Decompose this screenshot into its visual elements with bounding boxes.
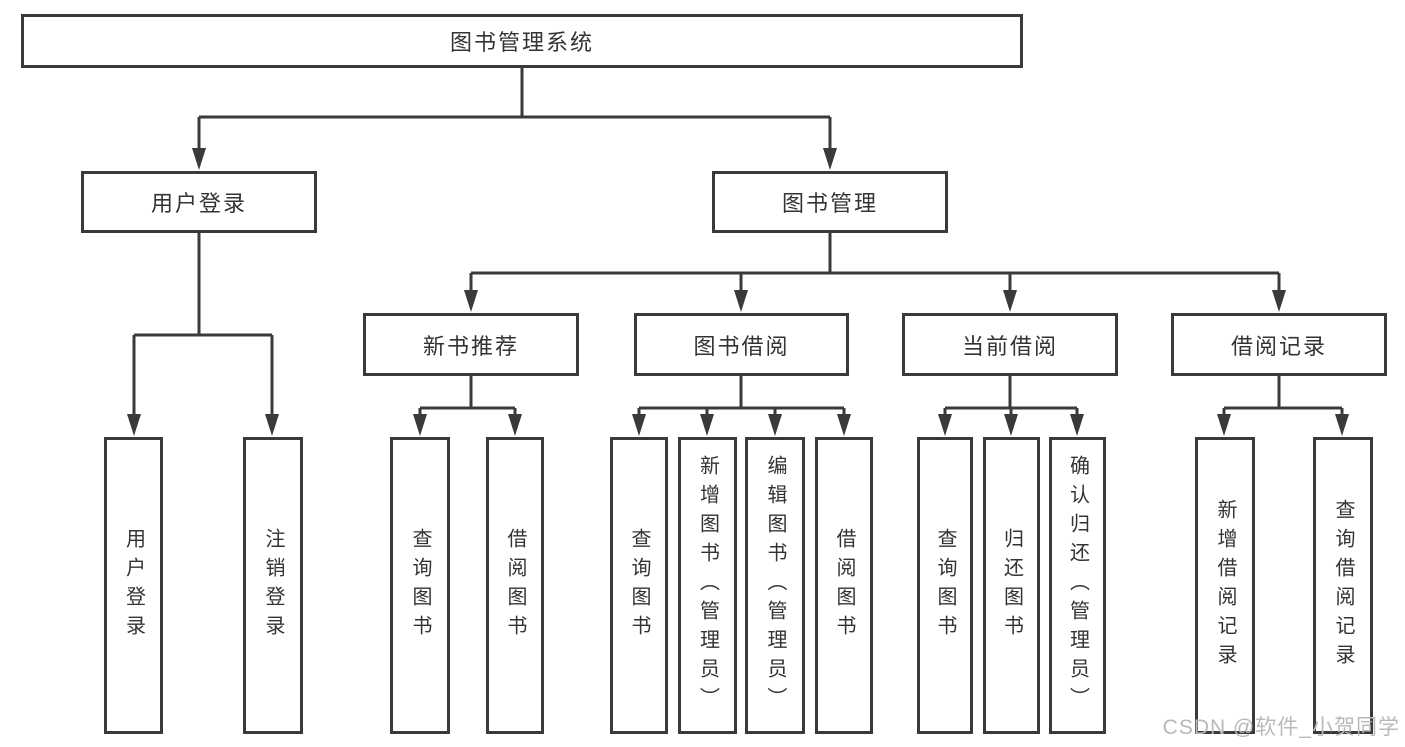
leaf-query-books-current: 查询图书 bbox=[917, 437, 973, 734]
node-user-login: 用户登录 bbox=[81, 171, 317, 233]
node-root: 图书管理系统 bbox=[21, 14, 1023, 68]
leaf-query-books-borrow: 查询图书 bbox=[610, 437, 668, 734]
leaf-borrow-books-recommend: 借阅图书 bbox=[486, 437, 544, 734]
leaf-query-borrow-record: 查询借阅记录 bbox=[1313, 437, 1373, 734]
leaf-confirm-return-admin: 确认归还（管理员） bbox=[1049, 437, 1106, 734]
node-borrow-records: 借阅记录 bbox=[1171, 313, 1387, 376]
node-new-book-recommend: 新书推荐 bbox=[363, 313, 579, 376]
leaf-return-book: 归还图书 bbox=[983, 437, 1040, 734]
node-current-borrow: 当前借阅 bbox=[902, 313, 1118, 376]
csdn-watermark: CSDN @软件_小贺同学 bbox=[1162, 716, 1400, 739]
leaf-user-login: 用户登录 bbox=[104, 437, 163, 734]
leaf-logout: 注销登录 bbox=[243, 437, 303, 734]
node-book-management: 图书管理 bbox=[712, 171, 948, 233]
leaf-query-books-recommend: 查询图书 bbox=[390, 437, 450, 734]
node-book-borrow: 图书借阅 bbox=[634, 313, 849, 376]
leaf-borrow-books: 借阅图书 bbox=[815, 437, 873, 734]
leaf-edit-book-admin: 编辑图书（管理员） bbox=[745, 437, 805, 734]
leaf-add-borrow-record: 新增借阅记录 bbox=[1195, 437, 1255, 734]
leaf-add-book-admin: 新增图书（管理员） bbox=[678, 437, 737, 734]
